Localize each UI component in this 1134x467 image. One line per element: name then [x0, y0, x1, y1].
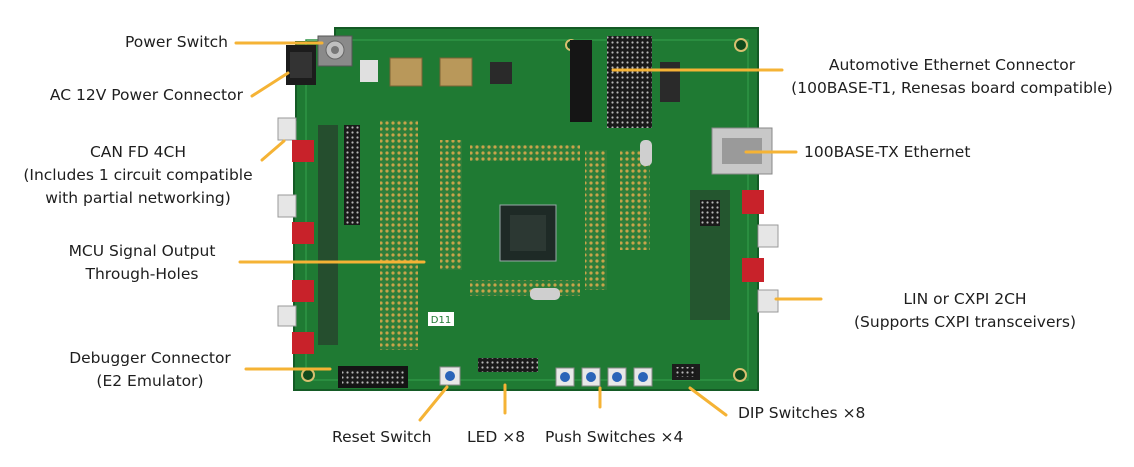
lin-cxpi-connectors [690, 190, 779, 320]
can-fd-connectors [277, 117, 360, 354]
callout-push: Push Switches ×4 [545, 428, 684, 446]
automotive-ethernet-connector [570, 36, 680, 128]
leader-ac-power [250, 71, 290, 98]
reset-switch [439, 366, 461, 386]
regulators [360, 57, 512, 87]
leader-dip [688, 386, 728, 417]
callout-debugger: Debugger Connector (E2 Emulator) [69, 349, 231, 390]
crystal [530, 140, 652, 300]
mounting-holes [301, 38, 748, 382]
callout-mcu-holes: MCU Signal Output Through-Holes [68, 242, 216, 283]
callout-ethernet-tx: 100BASE-TX Ethernet [804, 143, 971, 161]
mcu-through-holes [380, 120, 650, 350]
board-id-badge-bg [428, 312, 454, 326]
debugger-connector [338, 366, 408, 388]
callout-reset: Reset Switch [332, 428, 432, 446]
push-switches [555, 367, 653, 387]
ac-power-connector [286, 45, 316, 85]
callout-dip: DIP Switches ×8 [738, 404, 866, 422]
callout-auto-eth: Automotive Ethernet Connector (100BASE-T… [791, 56, 1113, 97]
callout-can-fd: CAN FD 4CH (Includes 1 circuit compatibl… [23, 143, 253, 207]
callout-power-switch: Power Switch [124, 33, 228, 51]
callout-ac-power: AC 12V Power Connector [49, 86, 243, 104]
callout-led: LED ×8 [467, 428, 526, 446]
mcu-chip [499, 204, 557, 262]
callout-lin-cxpi: LIN or CXPI 2CH (Supports CXPI transceiv… [853, 290, 1077, 331]
led-array [478, 358, 538, 372]
leader-reset [418, 385, 449, 422]
leader-can-fd [260, 139, 286, 162]
board-id-badge: D11 [431, 315, 451, 326]
power-switch [317, 35, 353, 67]
dip-switch [672, 364, 700, 380]
